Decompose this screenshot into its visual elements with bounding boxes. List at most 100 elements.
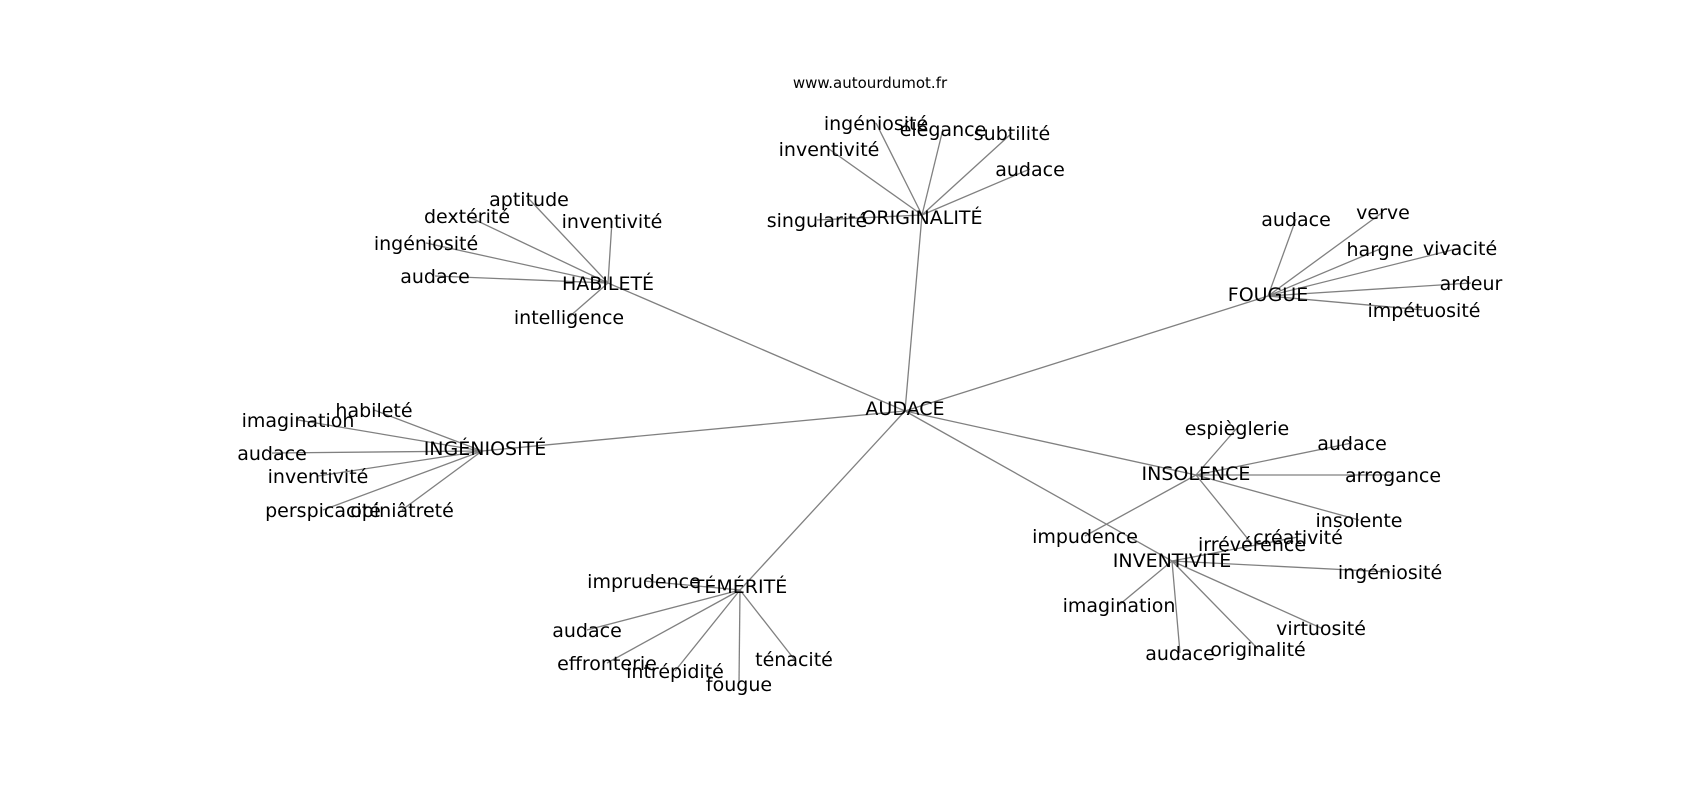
node-label-inventivite: INVENTIVITÉ [1113,549,1231,572]
node-label-insolence: INSOLENCE [1142,463,1251,485]
edge-habilete-ha-inventivite [607,220,613,284]
node-label-te-imprudence: imprudence [587,571,701,593]
node-label-te-tenacite: ténacité [755,649,833,671]
edge-inventivite-iv-originalite [1171,560,1259,650]
node-label-in-habilete: habileté [335,400,412,422]
edge-temerite-te-effronterie [606,589,741,664]
node-label-or-inventivite: inventivité [779,139,880,161]
edge-fougue-fo-ardeur [1267,282,1472,297]
edge-insolence-is-espieglerie [1195,427,1238,476]
edge-temerite-te-audace [586,589,741,631]
node-label-or-subtilite: subtilité [974,123,1050,145]
node-label-ingeniosite: INGÉNIOSITÉ [424,437,547,460]
node-label-ha-ingeniosite: ingéniosité [374,233,478,255]
node-label-iv-audace: audace [1145,643,1215,665]
edge-originalite-or-elegance [921,128,944,216]
edge-insolence-is-insolente [1195,474,1360,521]
node-label-or-audace: audace [995,159,1065,181]
edge-temerite-te-tenacite [739,589,795,660]
node-label-te-audace: audace [552,620,622,642]
node-label-originalite: ORIGINALITÉ [861,206,982,229]
node-label-iv-ingeniosite: ingéniosité [1338,562,1442,584]
node-label-temerite: TÉMÉRITÉ [692,575,787,598]
edge-ingeniosite-in-imagination [297,419,483,452]
edge-insolence-is-audace [1195,442,1353,476]
node-label-te-fougue: fougue [706,674,772,696]
source-credit: www.autourdumot.fr [793,74,948,92]
edge-audace-habilete [607,282,906,412]
edge-originalite-or-singularite [816,214,923,221]
node-label-audace: AUDACE [865,398,944,420]
edge-habilete-ha-intelligence [568,282,609,318]
node-label-fo-hargne: hargne [1347,239,1414,261]
node-label-or-singularite: singularité [767,210,867,232]
edge-audace-fougue [904,295,1269,412]
edge-fougue-fo-vivacite [1267,247,1461,297]
node-label-fo-vivacite: vivacité [1423,238,1497,260]
edge-inventivite-iv-ingeniosite [1171,560,1391,573]
edge-insolence-is-irreverence [1195,474,1253,545]
edge-audace-originalite [904,214,923,412]
edge-ingeniosite-in-perspicacite [322,450,483,511]
node-label-is-impudence: impudence [1032,526,1138,548]
node-label-fo-impetuosite: impétuosité [1368,300,1481,322]
edge-originalite-or-inventivite [828,148,923,216]
node-label-is-arrogance: arrogance [1345,465,1441,487]
edge-inventivite-iv-virtuosite [1171,560,1322,629]
node-label-te-intrepidite: intrépidité [626,661,724,683]
edge-audace-insolence [904,410,1197,476]
edge-inventivite-iv-creativite [1171,536,1299,562]
node-label-is-insolente: insolente [1316,510,1403,532]
node-label-or-elegance: élégance [900,119,987,141]
edge-inventivite-iv-imagination [1118,560,1173,606]
node-label-iv-originalite: originalité [1210,639,1305,661]
node-label-ha-dexterite: dextérité [424,206,510,228]
node-label-is-irreverence: irrévérence [1198,534,1306,556]
edge-inventivite-iv-audace [1171,560,1181,654]
node-label-te-effronterie: effronterie [557,653,657,675]
node-label-fo-ardeur: ardeur [1440,273,1503,295]
edge-habilete-ha-ingeniosite [425,242,609,284]
edge-fougue-fo-hargne [1267,248,1381,297]
edge-fougue-fo-impetuosite [1267,295,1425,311]
node-label-in-inventivite: inventivité [268,466,369,488]
node-label-in-perspicacite: perspicacité [265,500,381,522]
edge-originalite-or-ingeniosite [875,122,923,216]
node-label-fo-verve: verve [1356,202,1410,224]
node-label-fo-audace: audace [1261,209,1331,231]
edge-habilete-ha-audace [434,275,609,284]
node-label-iv-virtuosite: virtuosité [1276,618,1366,640]
node-label-is-audace: audace [1317,433,1387,455]
node-label-is-espieglerie: espièglerie [1185,418,1289,440]
node-label-ha-audace: audace [400,266,470,288]
edge-originalite-or-subtilite [921,132,1013,216]
edge-fougue-fo-audace [1267,218,1297,297]
edge-audace-temerite [739,410,906,591]
edge-ingeniosite-in-inventivite [317,450,483,477]
node-label-ha-inventivite: inventivité [562,211,663,233]
edge-fougue-fo-verve [1267,211,1384,297]
node-label-in-imagination: imagination [242,410,355,432]
edge-insolence-is-impudence [1084,474,1197,537]
edge-audace-inventivite [904,410,1173,562]
node-label-ha-intelligence: intelligence [514,307,624,329]
edge-temerite-te-fougue [738,589,741,685]
label-layer: AUDACE ORIGINALITÉ HABILETÉ FOUGUE INGÉNIOSI… [237,113,1502,696]
edge-ingeniosite-in-habilete [373,409,483,452]
node-label-iv-imagination: imagination [1063,595,1176,617]
node-label-iv-creativite: créativité [1253,527,1343,549]
node-label-or-ingeniosite: ingéniosité [824,113,928,135]
edge-audace-ingeniosite [481,410,906,452]
node-label-habilete: HABILETÉ [562,272,654,295]
edge-layer [271,122,1472,685]
edge-originalite-or-audace [921,168,1031,216]
edge-ingeniosite-in-opiniatrete [401,450,483,511]
edge-habilete-ha-dexterite [466,215,609,284]
node-label-in-opiniatrete: opiniâtreté [350,500,454,522]
node-label-fougue: FOUGUE [1228,284,1308,306]
edge-temerite-te-imprudence [643,580,741,591]
edge-temerite-te-intrepidite [674,589,741,672]
edge-ingeniosite-in-audace [271,450,483,454]
node-label-ha-aptitude: aptitude [489,189,569,211]
